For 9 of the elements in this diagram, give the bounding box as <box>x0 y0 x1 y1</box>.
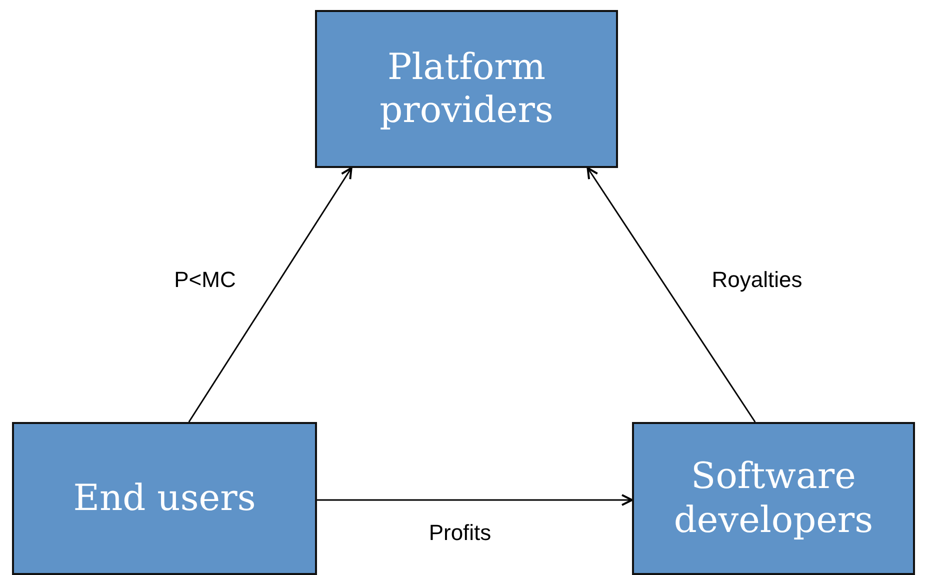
process-box <box>632 422 915 575</box>
process-box <box>315 10 618 168</box>
arrow <box>586 167 756 422</box>
box-label: Platform providers <box>378 46 554 132</box>
process-box <box>12 422 317 575</box>
box-label: Software developers <box>672 455 874 542</box>
arrow <box>317 494 633 506</box>
box-label: End users <box>72 476 257 520</box>
arrow <box>188 167 352 422</box>
